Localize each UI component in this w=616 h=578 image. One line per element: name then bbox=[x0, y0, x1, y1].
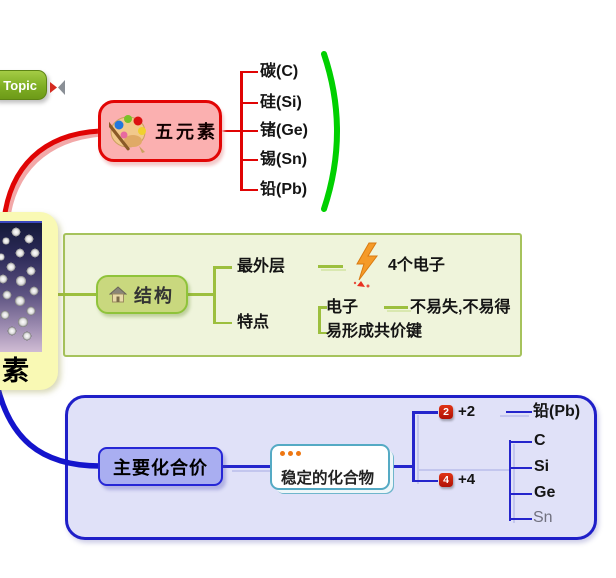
valence-node[interactable]: 主要化合价 bbox=[98, 447, 223, 486]
element-topic[interactable]: 碳(C) bbox=[260, 63, 299, 80]
plus2-topic[interactable]: +2 bbox=[458, 403, 476, 420]
house-icon bbox=[109, 286, 127, 303]
branch-line bbox=[213, 266, 232, 269]
branch-line bbox=[57, 293, 96, 296]
branch-line-shadow bbox=[500, 415, 529, 417]
branch-line bbox=[213, 266, 216, 324]
green-bracket bbox=[321, 51, 340, 212]
element-topic[interactable]: 铅(Pb) bbox=[260, 181, 308, 198]
palette-icon bbox=[109, 115, 146, 153]
outermost-topic[interactable]: 最外层 bbox=[237, 258, 286, 275]
priority-2-badge: 2 bbox=[439, 405, 453, 419]
structure-label: 结构 bbox=[134, 285, 174, 306]
branch-line bbox=[222, 129, 241, 132]
ge-topic[interactable]: Ge bbox=[534, 484, 556, 501]
branch-line bbox=[240, 129, 258, 132]
branch-line bbox=[240, 158, 258, 161]
priority-4-badge: 4 bbox=[439, 473, 453, 487]
electron-topic[interactable]: 电子 bbox=[326, 299, 359, 316]
branch-line bbox=[318, 306, 321, 334]
branch-line bbox=[412, 411, 438, 414]
molecule-image bbox=[0, 221, 42, 352]
electron-note-topic[interactable]: 不易失,不易得 bbox=[410, 299, 511, 316]
element-topic[interactable]: 锡(Sn) bbox=[260, 151, 308, 168]
sn-topic[interactable]: Sn bbox=[533, 509, 553, 526]
compound-node[interactable]: 稳定的化合物 bbox=[270, 444, 390, 490]
note-dots-icon bbox=[280, 451, 301, 456]
branch-line bbox=[188, 293, 214, 296]
structure-node[interactable]: 结构 bbox=[96, 275, 188, 314]
element-topic[interactable]: 硅(Si) bbox=[260, 94, 302, 111]
branch-line bbox=[509, 440, 532, 443]
branch-line bbox=[240, 101, 258, 104]
valence-label: 主要化合价 bbox=[113, 457, 208, 478]
five-elements-node[interactable]: 五元素 bbox=[98, 100, 222, 162]
branch-line bbox=[412, 411, 415, 482]
mindmanager-icon[interactable] bbox=[50, 79, 65, 96]
branch-line bbox=[384, 306, 408, 309]
central-topic-label[interactable]: 素 bbox=[2, 356, 29, 386]
branch-line bbox=[318, 331, 327, 334]
branch-line bbox=[506, 411, 532, 413]
branch-line bbox=[412, 479, 438, 482]
lightning-icon bbox=[353, 242, 378, 288]
red-branch-shadow bbox=[4, 131, 102, 224]
topic-button-label: Topic bbox=[3, 77, 37, 93]
branch-line bbox=[213, 321, 232, 324]
compound-label: 稳定的化合物 bbox=[281, 470, 375, 487]
branch-line-shadow bbox=[321, 269, 346, 271]
branch-line bbox=[240, 188, 258, 191]
branch-line bbox=[223, 465, 271, 468]
plus4-topic[interactable]: +4 bbox=[458, 471, 476, 488]
branch-line-shadow bbox=[387, 310, 411, 312]
covalent-topic[interactable]: 易形成共价键 bbox=[326, 323, 423, 340]
branch-line-shadow bbox=[232, 469, 272, 472]
branch-line bbox=[509, 440, 511, 521]
lead-topic[interactable]: 铅(Pb) bbox=[533, 403, 581, 420]
element-topic[interactable]: 锗(Ge) bbox=[260, 122, 309, 139]
branch-line-shadow bbox=[513, 444, 515, 523]
si-topic[interactable]: Si bbox=[534, 458, 550, 475]
five-elements-label: 五元素 bbox=[155, 122, 218, 142]
branch-line-shadow bbox=[417, 469, 510, 471]
branch-line bbox=[509, 466, 532, 469]
branch-line bbox=[318, 265, 343, 268]
branch-line bbox=[240, 70, 258, 73]
branch-line bbox=[509, 492, 532, 495]
branch-line bbox=[509, 517, 532, 520]
c-topic[interactable]: C bbox=[534, 432, 546, 449]
topic-button[interactable]: Topic bbox=[0, 70, 47, 100]
traits-topic[interactable]: 特点 bbox=[237, 314, 270, 331]
branch-line bbox=[318, 306, 327, 309]
branch-line-shadow bbox=[416, 415, 419, 484]
electrons-topic[interactable]: 4个电子 bbox=[388, 257, 445, 274]
branch-line bbox=[390, 465, 414, 468]
red-branch-curve bbox=[1, 128, 101, 221]
